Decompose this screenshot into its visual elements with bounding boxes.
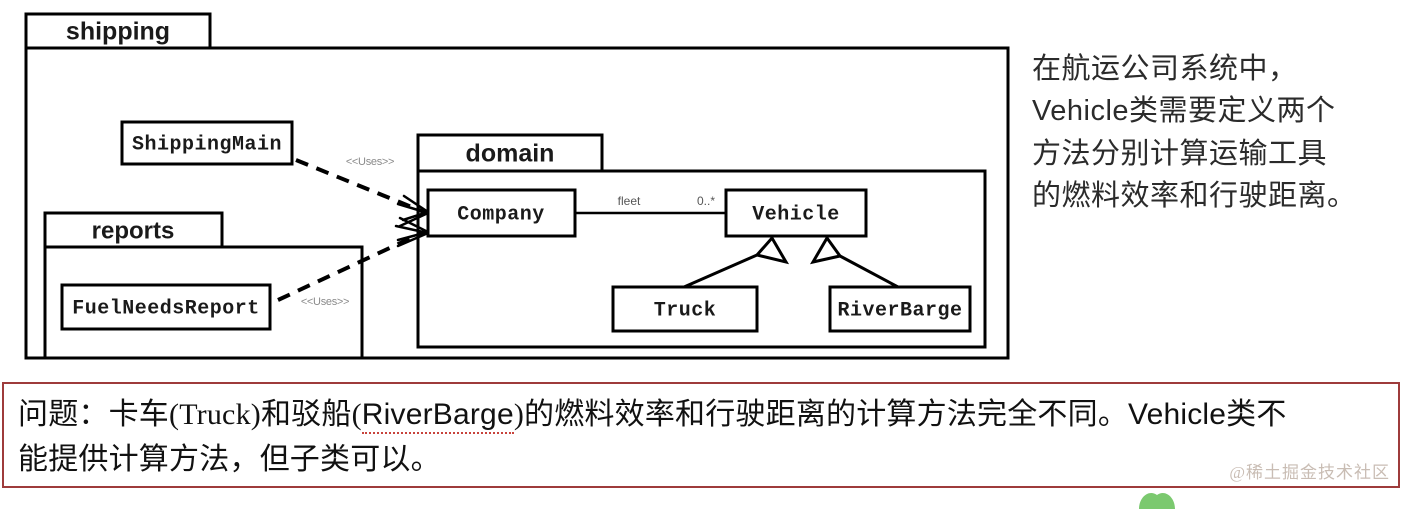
question-line-1-part-c: 类不 [1226,398,1287,431]
watermark-text: @稀土掘金技术社区 [1229,463,1390,482]
class-shippingmain-box[interactable] [120,120,294,166]
annotation-line-2: Vehicle类需要定义两个 [1032,90,1404,132]
question-line-1-part-a: 卡车(Truck)和驳船( [108,398,362,431]
dependency-line-fuelneedsreport [277,230,425,302]
class-truck-label: Truck [654,299,717,322]
generalization-riverbarge-vehicle [809,235,899,289]
class-shippingmain-label: ShippingMain [132,133,282,156]
brand-leaf-icon [1139,492,1175,509]
class-fuelneedsreport-label: FuelNeedsReport [72,297,260,320]
question-misspelled-word: RiverBarge [361,398,514,434]
package-reports-tab [43,211,224,251]
class-vehicle-box[interactable] [724,188,868,238]
annotation-line-2-latin: Vehicle [1032,95,1130,128]
class-company-box[interactable] [426,188,577,238]
annotation-line-2-rest: 类需要定义两个 [1129,95,1336,128]
class-fuelneedsreport-box[interactable] [60,283,272,331]
package-domain-label: domain [466,140,555,168]
package-reports-label: reports [92,217,175,244]
uml-diagram-svg: shipping reports domain fleet 0..* [24,12,1010,360]
annotation-line-1: 在航运公司系统中， [1032,53,1298,85]
class-company-label: Company [457,203,545,226]
annotation-line-4: 的燃料效率和行驶距离。 [1032,179,1357,212]
generalization-triangle-truck [754,235,790,265]
dependency-stereotype-shippingmain: <<Uses>> [346,156,394,168]
association-role-label: fleet [618,194,641,208]
generalization-triangle-riverbarge [809,235,843,265]
dependency-line-shippingmain [295,158,425,214]
generalization-line-riverbarge [839,254,899,289]
class-company[interactable]: Company [426,188,577,238]
class-riverbarge[interactable]: RiverBarge [828,285,972,333]
question-line-2: 能提供计算方法，但子类可以。 [18,443,441,476]
question-box: 问题：卡车(Truck)和驳船(RiverBarge)的燃料效率和行驶距离的计算… [2,382,1400,488]
annotation-text: 在航运公司系统中， Vehicle类需要定义两个 方法分别计算运输工具 的燃料效… [1032,48,1404,217]
class-truck-box[interactable] [611,285,759,333]
annotation-line-3: 方法分别计算运输工具 [1032,137,1328,170]
generalization-line-truck [683,253,758,289]
class-truck[interactable]: Truck [611,285,759,333]
question-line-1-latin: Vehicle [1128,398,1227,431]
package-domain-tab [416,133,604,175]
class-shippingmain[interactable]: ShippingMain [120,120,294,166]
generalization-truck-vehicle [683,235,790,289]
uml-diagram: shipping reports domain fleet 0..* [24,12,1010,360]
class-riverbarge-box[interactable] [828,285,972,333]
class-fuelneedsreport[interactable]: FuelNeedsReport [60,283,272,331]
association-multiplicity-label: 0..* [697,194,715,208]
page-root: shipping reports domain fleet 0..* [2,12,1404,509]
dependency-stereotype-fuelneedsreport: <<Uses>> [301,296,349,308]
question-line-1-part-b: )的燃料效率和行驶距离的计算方法完全不同。 [513,398,1129,431]
class-vehicle-label: Vehicle [752,203,840,226]
question-label: 问题： [18,398,109,431]
class-riverbarge-label: RiverBarge [837,299,962,322]
class-vehicle[interactable]: Vehicle [724,188,868,238]
question-line-1: 问题：卡车(Truck)和驳船(RiverBarge)的燃料效率和行驶距离的计算… [18,392,1388,437]
association-company-vehicle: fleet 0..* [575,194,726,215]
package-shipping-label: shipping [66,18,170,46]
